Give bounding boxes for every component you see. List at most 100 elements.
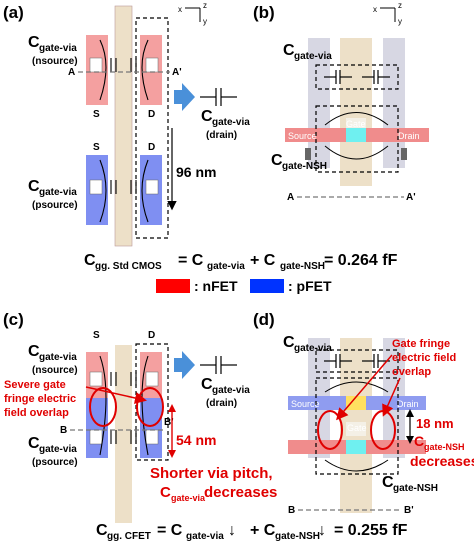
overlap-circle-left — [89, 387, 117, 427]
svg-text:Gate: Gate — [347, 423, 367, 433]
svg-text:gate-via: gate-via — [294, 51, 332, 62]
svg-text:B: B — [288, 505, 295, 516]
cgate-via-label-d: C gate-via — [283, 334, 332, 354]
cgate-via-nsource-label: C gate-via (nsource) — [28, 34, 78, 67]
s-label-c: S — [93, 330, 100, 341]
dimension-label-d: 18 nm — [416, 416, 454, 431]
svg-text:fringe electric: fringe electric — [4, 393, 76, 405]
panel-b-label: (b) — [253, 3, 275, 22]
s-bot-label: S — [93, 142, 100, 153]
svg-text:C: C — [283, 42, 295, 59]
overlap-note-d: Gate fringe electric field overlap — [392, 338, 456, 378]
blue-arrow-a — [174, 83, 195, 111]
svg-text:x: x — [178, 5, 182, 14]
svg-text:A': A' — [172, 67, 182, 78]
axes-icon-a: x z y — [178, 1, 207, 26]
svg-text:C: C — [283, 334, 295, 351]
svg-text:= 0.255 fF: = 0.255 fF — [334, 522, 408, 539]
cut-line-a: A A' — [68, 67, 182, 78]
svg-text:gate-via: gate-via — [212, 385, 250, 396]
svg-text:C: C — [201, 376, 213, 393]
nsh-note-d: C gate-NSH decreases — [410, 433, 474, 469]
svg-text:C: C — [28, 435, 40, 452]
svg-text:gate-via: gate-via — [186, 531, 224, 542]
gate-column-c — [115, 345, 132, 523]
svg-text:= C: = C — [157, 522, 183, 539]
svg-text:y: y — [203, 17, 207, 26]
d-label-c: D — [148, 330, 155, 341]
svg-text:gate-NSH: gate-NSH — [424, 442, 465, 452]
svg-text:field overlap: field overlap — [4, 407, 69, 419]
svg-text:(psource): (psource) — [32, 200, 78, 211]
drain-cap-symbol-a — [200, 88, 237, 106]
svg-text:z: z — [398, 1, 402, 10]
legend-pfet-swatch — [250, 279, 284, 293]
legend: : nFET : pFET — [156, 278, 332, 294]
via-dashed-box-d — [315, 349, 399, 373]
overlap-circle-right — [136, 387, 164, 427]
svg-text:gate-NSH: gate-NSH — [275, 531, 320, 542]
svg-text:A': A' — [406, 192, 416, 203]
svg-text:Shorter via pitch,: Shorter via pitch, — [150, 465, 273, 482]
equation-std: C gg. Std CMOS = C gate-via + C gate-NSH… — [84, 252, 398, 272]
gate-column-a — [114, 5, 133, 247]
svg-text:B': B' — [164, 417, 174, 428]
cgate-nsh-label-b: C gate-NSH — [271, 152, 327, 172]
svg-text:↓: ↓ — [228, 522, 236, 539]
panel-b: (b) x z y Source Gate Drain C gate-via — [253, 1, 429, 203]
cut-line-b: A A' — [287, 192, 416, 203]
gate-label-b: Gate — [346, 119, 366, 129]
svg-text:decreases: decreases — [204, 484, 277, 501]
svg-text:gate-via: gate-via — [212, 117, 250, 128]
svg-text:B': B' — [404, 505, 414, 516]
svg-text:gate-via: gate-via — [39, 352, 77, 363]
source-label-b: Source — [288, 131, 317, 141]
drain-dashed-box — [135, 17, 169, 239]
legend-nfet-label: : nFET — [194, 278, 238, 294]
svg-text:(nsource): (nsource) — [32, 56, 78, 67]
svg-text:gate-via: gate-via — [294, 343, 332, 354]
svg-text:gate-via: gate-via — [171, 493, 206, 503]
axes-icon-b: x z y — [373, 1, 402, 26]
svg-text:(nsource): (nsource) — [32, 365, 78, 376]
svg-text:A: A — [287, 192, 294, 203]
drain-cap-symbol-c — [200, 356, 237, 374]
svg-text:↓: ↓ — [318, 522, 326, 539]
drain-cap-label-a: C gate-via (drain) — [201, 108, 250, 141]
cgate-nsh-label-d: C gate-NSH — [382, 474, 438, 494]
svg-text:C: C — [160, 484, 171, 501]
svg-text:gate-via: gate-via — [207, 261, 245, 272]
blue-arrow-c — [174, 351, 195, 379]
drain-cap-label-c: C gate-via (drain) — [201, 376, 250, 409]
svg-text:= C: = C — [178, 252, 204, 269]
svg-text:(psource): (psource) — [32, 457, 78, 468]
pitch-note-c: Shorter via pitch, C gate-via decreases — [150, 465, 277, 503]
panel-a: (a) x z y — [3, 1, 250, 247]
via-dashed-box-b — [315, 64, 399, 90]
svg-text:Source: Source — [291, 399, 320, 409]
panel-d-label: (d) — [253, 310, 275, 329]
svg-text:C: C — [382, 474, 394, 491]
nsh-dashed-box-d — [315, 377, 399, 475]
svg-text:gate-via: gate-via — [39, 187, 77, 198]
equation-cfet: C gg. CFET = C gate-via ↓ + C gate-NSH ↓… — [96, 522, 408, 542]
svg-text:Drain: Drain — [397, 399, 419, 409]
legend-pfet-label: : pFET — [288, 278, 332, 294]
svg-text:C: C — [28, 34, 40, 51]
nsh-dashed-box-b — [315, 105, 399, 173]
svg-text:A: A — [68, 67, 75, 78]
cgate-via-psource-label: C gate-via (psource) — [28, 178, 78, 211]
svg-text:C: C — [201, 108, 213, 125]
svg-text:gate-NSH: gate-NSH — [280, 261, 325, 272]
svg-text:gg. Std CMOS: gg. Std CMOS — [95, 261, 162, 272]
svg-text:overlap: overlap — [392, 366, 431, 378]
svg-text:C: C — [28, 343, 40, 360]
dimension-label-c: 54 nm — [176, 432, 216, 448]
svg-text:C: C — [84, 252, 96, 269]
svg-text:gate-via: gate-via — [39, 444, 77, 455]
svg-text:(drain): (drain) — [206, 130, 237, 141]
svg-text:C: C — [28, 178, 40, 195]
cut-line-c: B B' — [60, 417, 174, 436]
svg-text:gate-NSH: gate-NSH — [393, 483, 438, 494]
